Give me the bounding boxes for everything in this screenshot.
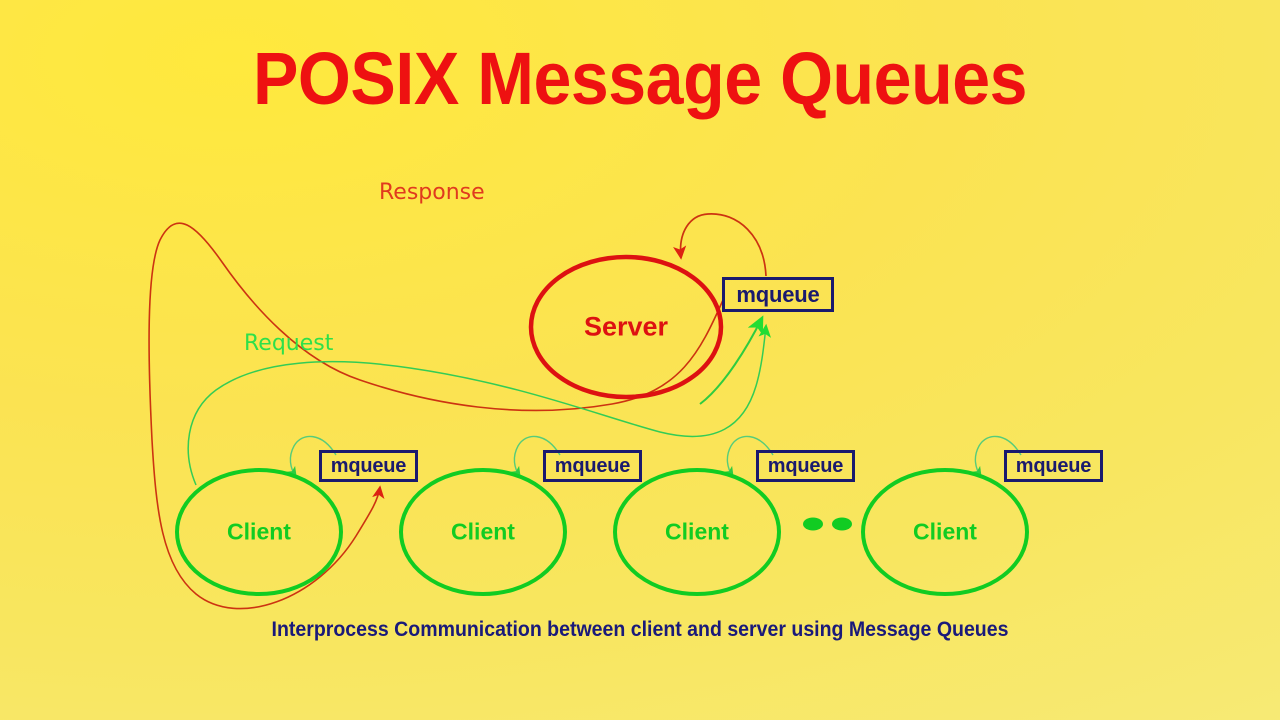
client-node-label-1: Client <box>227 518 291 545</box>
ellipsis-dot-1 <box>803 517 823 531</box>
client-node-label-2: Client <box>451 518 515 545</box>
mqueue-box-client-3[interactable]: mqueue <box>756 450 855 482</box>
client-2-mqueue-hook <box>510 435 561 479</box>
mqueue-box-client-1[interactable]: mqueue <box>319 450 418 482</box>
client-node-label-4: Client <box>913 518 977 545</box>
mqueue-box-server[interactable]: mqueue <box>722 277 834 312</box>
client-1-mqueue-hook <box>286 435 337 479</box>
mqueue-box-client-4[interactable]: mqueue <box>1004 450 1103 482</box>
mqueue-box-client-2[interactable]: mqueue <box>543 450 642 482</box>
page-title: POSIX Message Queues <box>252 37 1028 120</box>
client-ellipse-4[interactable] <box>861 468 1029 596</box>
client-3-mqueue-hook <box>723 435 774 479</box>
ellipsis-dot-2 <box>832 517 852 531</box>
server-mqueue-to-server-arrow <box>673 213 767 277</box>
client-4-mqueue-hook <box>971 435 1022 479</box>
client-ellipse-3[interactable] <box>613 468 781 596</box>
diagram-caption: Interprocess Communication between clien… <box>271 618 1009 641</box>
request-arrow-path <box>187 323 772 486</box>
client-ellipse-2[interactable] <box>399 468 567 596</box>
response-arrow-path <box>148 222 724 610</box>
server-ellipse[interactable] <box>528 254 724 400</box>
response-edge-label: Response <box>379 180 485 205</box>
client-node-label-3: Client <box>665 518 729 545</box>
client-ellipse-1[interactable] <box>175 468 343 596</box>
request-into-server-mqueue-arrow <box>699 315 764 405</box>
request-edge-label: Request <box>244 331 334 356</box>
server-node-label: Server <box>583 311 669 342</box>
